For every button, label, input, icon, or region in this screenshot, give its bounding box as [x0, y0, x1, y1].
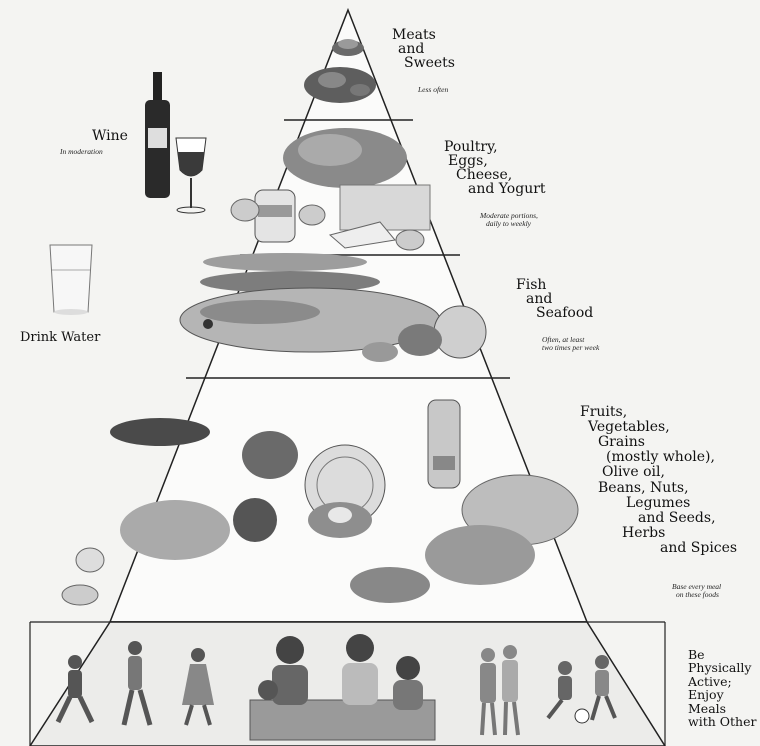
label-line: Physically — [688, 661, 756, 674]
label-line: Meats — [392, 28, 455, 42]
label-line: and Spices — [580, 541, 737, 556]
label-line: Sweets — [392, 56, 455, 70]
label-line: Vegetables, — [580, 420, 737, 435]
label-line: Olive oil, — [580, 465, 737, 480]
label-line: and Seeds, — [580, 511, 737, 526]
label-line: Beans, Nuts, — [580, 481, 737, 496]
poultry-label: Poultry, Eggs, Cheese, and Yogurt — [444, 140, 546, 196]
label-line: Meals — [688, 702, 756, 715]
label-line: and — [392, 42, 455, 56]
plants-note: Base every meal on these foods — [672, 583, 721, 600]
label-line: (mostly whole), — [580, 450, 737, 465]
activity-label: Be Physically Active; Enjoy Meals with O… — [688, 648, 756, 728]
label-line: and — [516, 292, 593, 306]
label-line: Herbs — [580, 526, 737, 541]
note-line: Less often — [418, 86, 448, 94]
label-line: Fruits, — [580, 405, 737, 420]
label-line: Be — [688, 648, 756, 661]
label-line: and Yogurt — [444, 182, 546, 196]
meats-sweets-label: Meats and Sweets — [392, 28, 455, 70]
note-line: on these foods — [672, 591, 721, 599]
label-line: Active; — [688, 675, 756, 688]
wine-glass-icon — [176, 138, 206, 213]
fish-note: Often, at least two times per week — [542, 336, 599, 353]
wine-label: Wine — [92, 128, 128, 144]
label-line: Poultry, — [444, 140, 546, 154]
plants-label: Fruits, Vegetables, Grains (mostly whole… — [580, 405, 737, 556]
water-label: Drink Water — [20, 330, 100, 345]
label-line: Legumes — [580, 496, 737, 511]
label-line: Eggs, — [444, 154, 546, 168]
fish-label: Fish and Seafood — [516, 278, 593, 320]
note-line: daily to weekly — [480, 220, 538, 228]
wine-bottle-icon — [145, 72, 170, 198]
meats-sweets-note: Less often — [418, 86, 448, 94]
label-line: Fish — [516, 278, 593, 292]
wine-note: In moderation — [60, 148, 103, 156]
note-line: two times per week — [542, 344, 599, 352]
label-line: Cheese, — [444, 168, 546, 182]
label-line: Grains — [580, 435, 737, 450]
label-line: Enjoy — [688, 688, 756, 701]
label-line: Seafood — [516, 306, 593, 320]
water-glass-icon — [50, 245, 92, 315]
poultry-note: Moderate portions, daily to weekly — [480, 212, 538, 229]
label-line: with Other — [688, 715, 756, 728]
